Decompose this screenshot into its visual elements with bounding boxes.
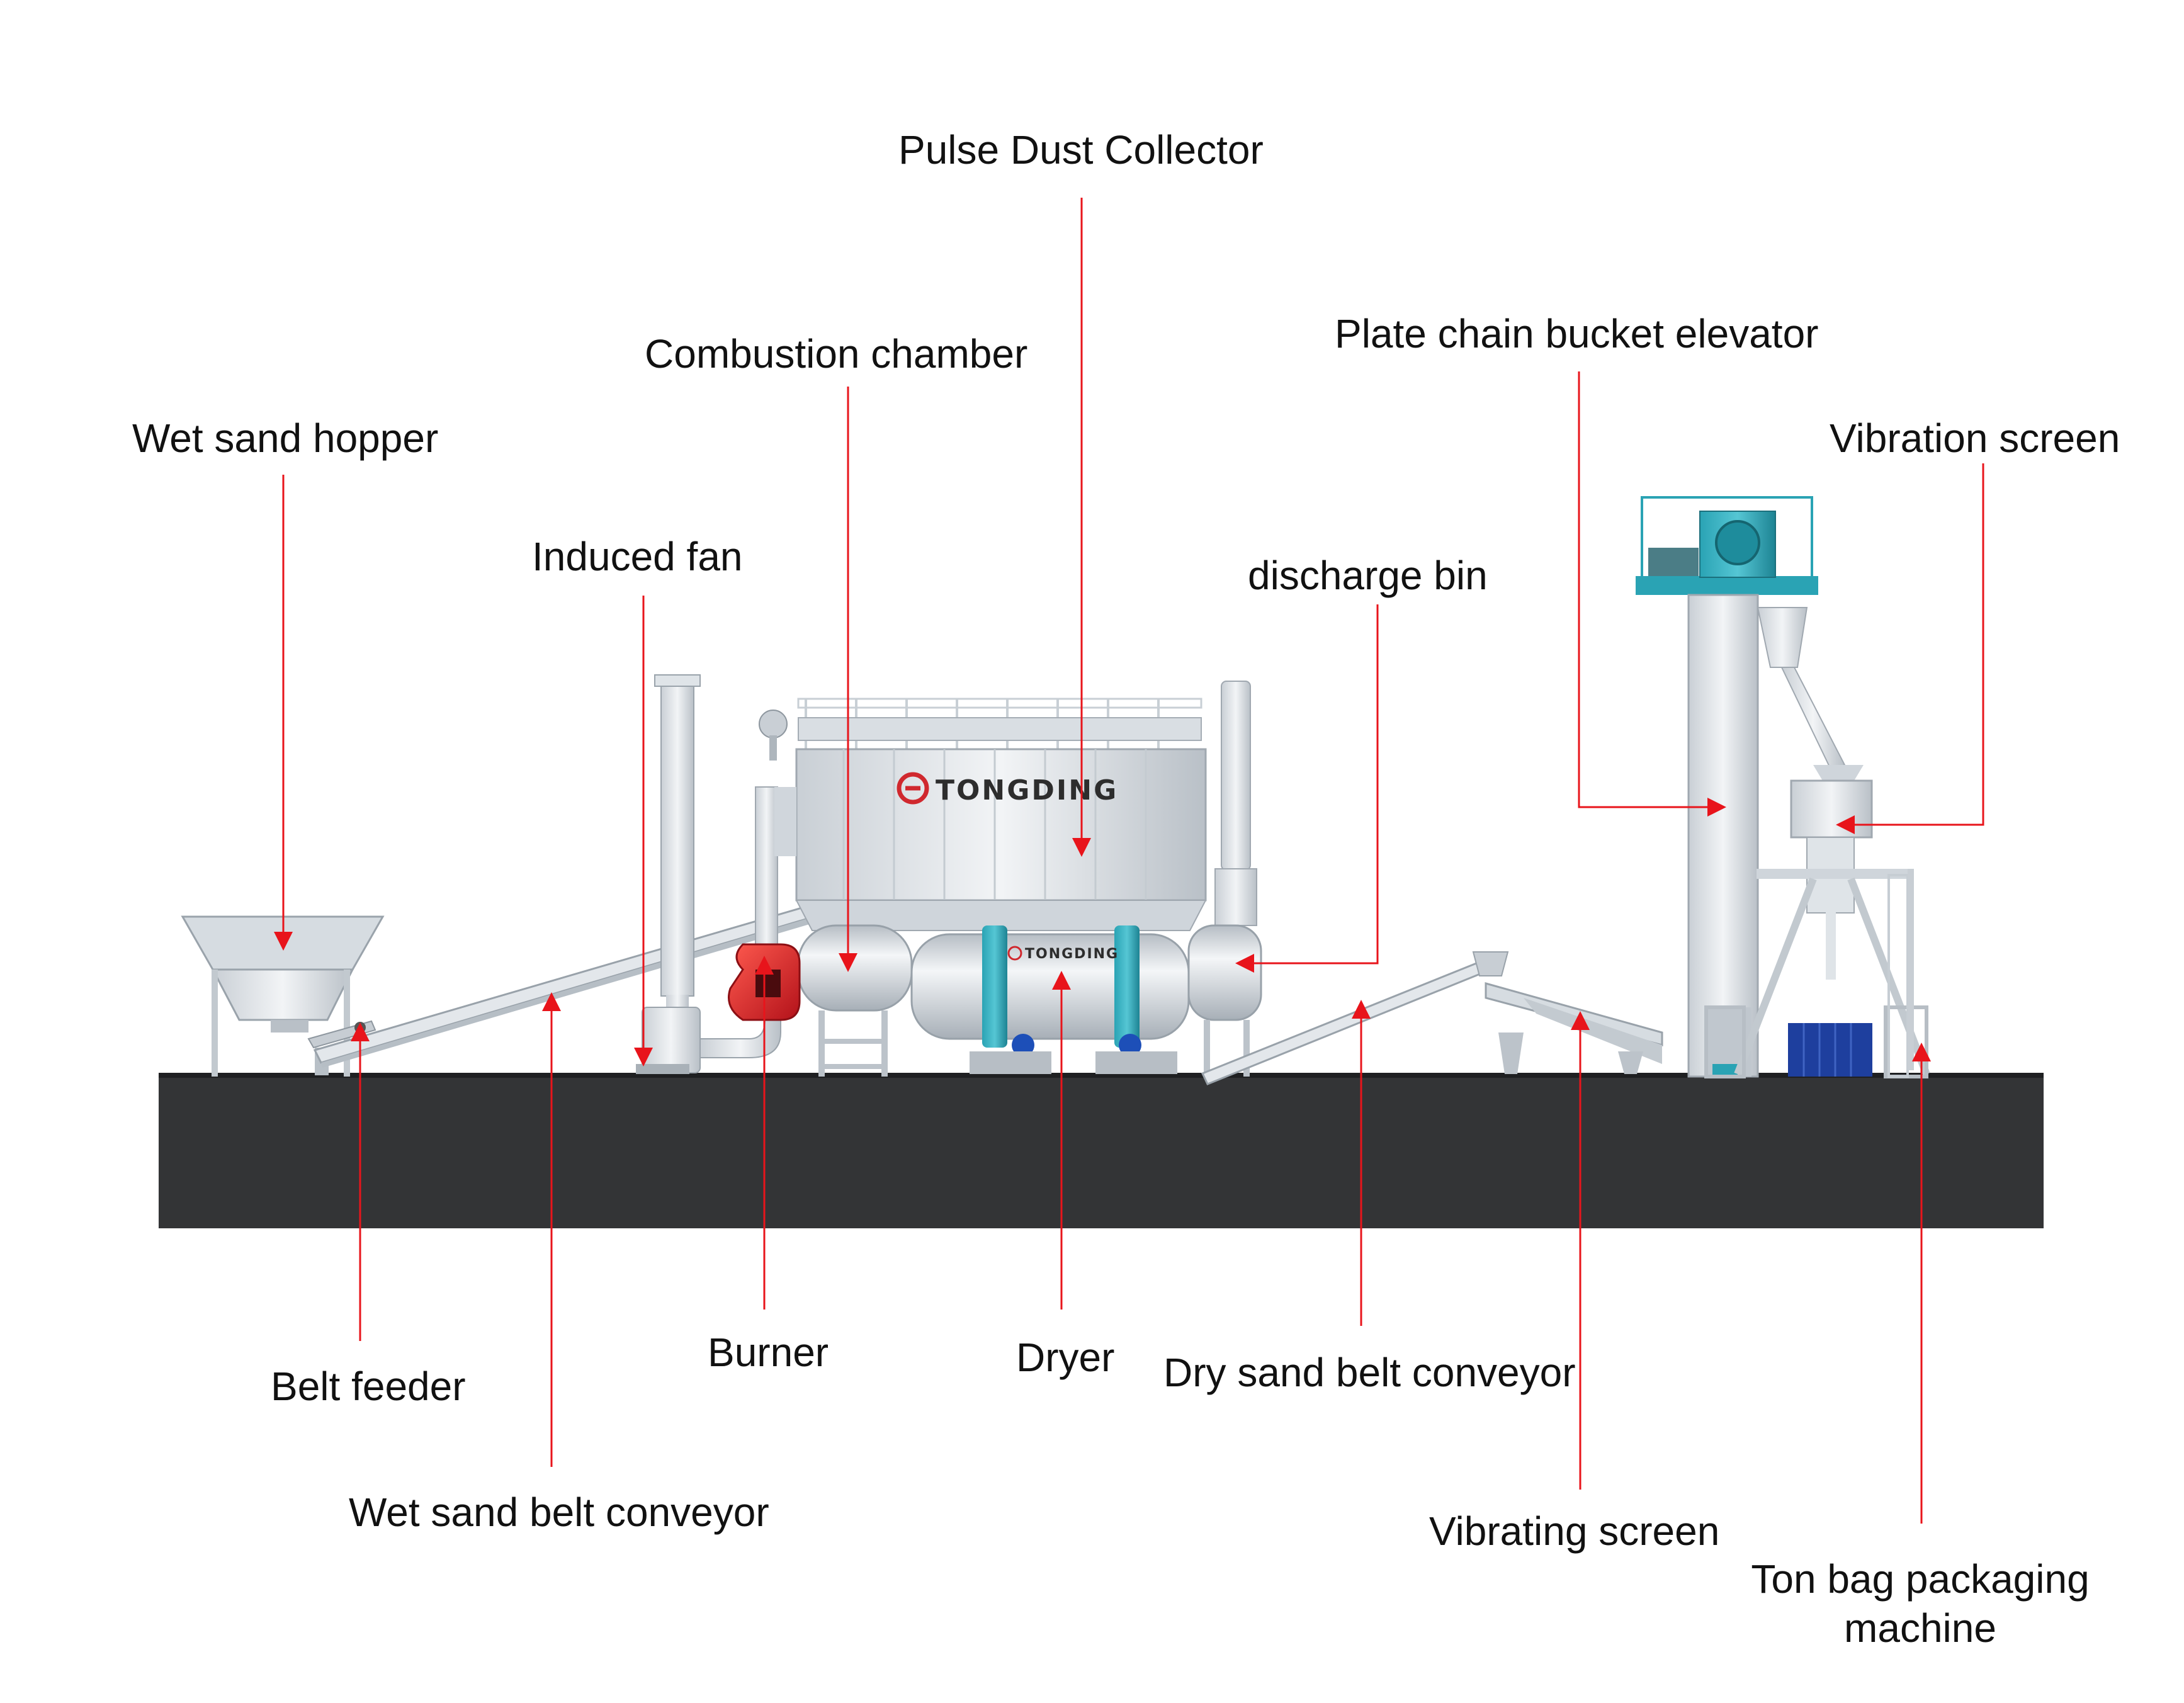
burner-art <box>728 943 801 1021</box>
ton-bag-packaging-art <box>1704 869 1930 1078</box>
label-dry-sand-belt-conveyor: Dry sand belt conveyor <box>1163 1350 1576 1395</box>
label-discharge-bin: discharge bin <box>1248 553 1488 598</box>
label-ton-bag-packaging-line1: Ton bag packaging <box>1751 1556 2090 1602</box>
label-wet-sand-hopper: Wet sand hopper <box>132 416 439 461</box>
dryer-brand-text: TONGDING <box>1025 946 1119 962</box>
label-vibrating-screen: Vibrating screen <box>1429 1508 1720 1554</box>
label-dryer: Dryer <box>1016 1335 1115 1380</box>
vibrating-screen-art <box>1485 982 1663 1074</box>
induced-fan-art <box>636 674 781 1074</box>
rotary-dryer-art: TONGDING <box>910 925 1190 1074</box>
brand-logo-text: TONGDING <box>936 774 1118 806</box>
label-vibration-screen: Vibration screen <box>1830 416 2120 461</box>
label-induced-fan: Induced fan <box>532 534 743 579</box>
pointer-bucket-elevator <box>1578 371 1726 817</box>
pointer-lines <box>274 198 1984 1524</box>
discharge-bin-art <box>1187 924 1262 1077</box>
brand-logo <box>897 772 929 805</box>
pointer-vibration-screen <box>1836 463 1984 834</box>
label-ton-bag-packaging-line2: machine <box>1844 1605 1996 1651</box>
dry-sand-belt-conveyor-art <box>1201 951 1509 1085</box>
label-plate-chain-bucket-elevator: Plate chain bucket elevator <box>1335 311 1819 356</box>
pointer-discharge-bin <box>1235 604 1379 973</box>
ground-platform <box>159 1075 2044 1228</box>
label-burner: Burner <box>708 1330 829 1375</box>
exhaust-pipe-art <box>1214 681 1257 926</box>
label-combustion-chamber: Combustion chamber <box>645 331 1028 376</box>
label-pulse-dust-collector: Pulse Dust Collector <box>898 127 1264 173</box>
pulse-dust-collector-art: TONGDING <box>755 698 1207 951</box>
label-wet-sand-belt-conveyor: Wet sand belt conveyor <box>349 1490 769 1535</box>
label-belt-feeder: Belt feeder <box>271 1364 466 1409</box>
combustion-chamber-art <box>797 924 913 1077</box>
bucket-elevator-art <box>1636 496 1846 1078</box>
